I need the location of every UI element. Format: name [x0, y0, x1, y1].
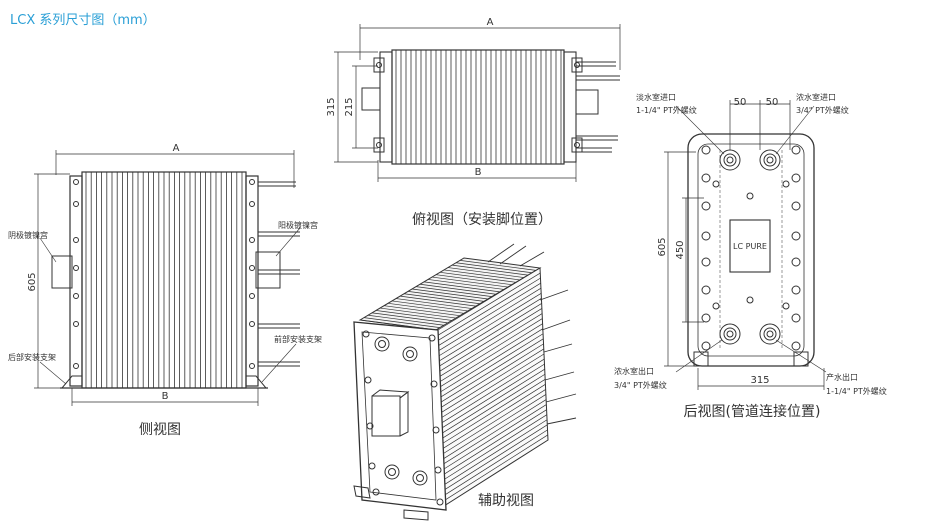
side-dim-a: A: [173, 143, 180, 154]
rear-dim-50a: 50: [734, 97, 747, 108]
spec-conc-in: 3/4" PT外螺纹: [796, 105, 849, 115]
top-dim-a: A: [487, 17, 494, 28]
label-dilute-in: 淡水室进口: [636, 92, 676, 102]
page-title: LCX 系列尺寸图（mm）: [10, 13, 156, 28]
spec-product-out: 1-1/4" PT外螺纹: [826, 386, 887, 396]
top-dim-315: 315: [326, 97, 337, 116]
side-label-cathode: 阳极镀镍宫: [278, 220, 318, 230]
rear-dim-50b: 50: [766, 97, 779, 108]
rear-view: [664, 100, 827, 390]
side-label-anode: 阴极镀镍宫: [8, 230, 48, 240]
rear-dim-315: 315: [750, 375, 769, 386]
label-conc-out: 浓水室出口: [614, 366, 654, 376]
rear-dim-450: 450: [675, 240, 686, 259]
aux-view-caption: 辅助视图: [478, 493, 534, 509]
rear-view-caption: 后视图(管道连接位置): [684, 403, 821, 420]
top-dim-b: B: [475, 167, 482, 178]
top-view: [334, 24, 621, 182]
rear-dim-605: 605: [657, 237, 668, 256]
side-label-front-bracket: 前部安装支架: [274, 334, 322, 344]
side-dim-b: B: [162, 391, 169, 402]
rear-nameplate: LC PURE: [733, 242, 767, 251]
aux-view: [353, 243, 577, 521]
spec-conc-out: 3/4" PT外螺纹: [614, 380, 667, 390]
label-conc-in: 浓水室进口: [796, 92, 836, 102]
spec-dilute-in: 1-1/4" PT外螺纹: [636, 105, 697, 115]
side-view: [34, 150, 301, 406]
side-view-caption: 侧视图: [139, 422, 181, 438]
side-label-rear-bracket: 后部安装支架: [8, 352, 56, 362]
label-product-out: 产水出口: [826, 372, 858, 382]
top-view-caption: 俯视图（安装脚位置）: [412, 212, 552, 228]
top-dim-215: 215: [344, 97, 355, 116]
side-dim-605: 605: [27, 272, 38, 291]
